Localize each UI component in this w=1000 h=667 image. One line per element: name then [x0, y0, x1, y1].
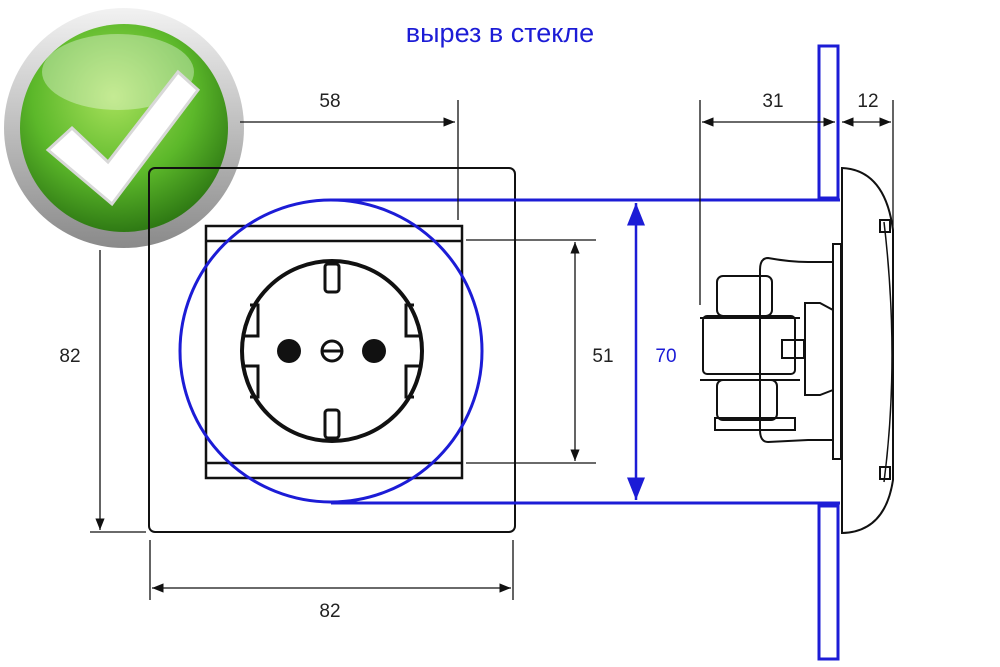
dim-label-31: 31 — [762, 91, 783, 112]
socket-side-view — [700, 166, 894, 535]
diagram-title: вырез в стекле — [406, 18, 594, 48]
glass-cutout-outline — [178, 44, 840, 661]
dim-label-58: 58 — [319, 91, 340, 112]
checkmark-icon — [45, 69, 201, 207]
dim-label-82-height: 82 — [59, 346, 80, 367]
dim-label-70: 70 — [655, 346, 676, 367]
dim-label-82-width: 82 — [319, 601, 340, 622]
checkmark-badge — [4, 8, 244, 248]
dim-label-51: 51 — [592, 346, 613, 367]
socket-front-view — [148, 167, 516, 533]
dimension-lines — [90, 100, 894, 600]
dim-label-12: 12 — [857, 91, 878, 112]
